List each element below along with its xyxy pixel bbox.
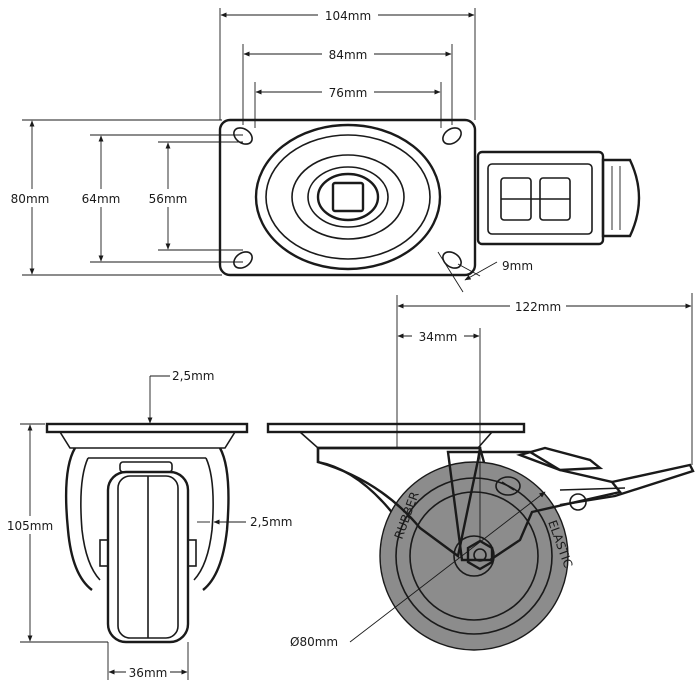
swivel-head (254, 123, 442, 271)
brake-pedal-top (476, 150, 641, 246)
dim-9-leader (464, 261, 498, 281)
side-view: RUBBER ELASTIC 122mm 34mm Ø80mm (266, 293, 695, 651)
brake-lever-side (516, 446, 695, 511)
dim-104-label: 104mm (325, 9, 371, 23)
dim-plate-thickness-label: 2,5mm (172, 369, 214, 383)
dim-9-label: 9mm (502, 259, 533, 273)
top-plate (218, 118, 477, 277)
dim-122-label: 122mm (515, 300, 561, 314)
dim-80-label: 80mm (11, 192, 50, 206)
dim-34-label: 34mm (419, 330, 458, 344)
mounting-holes (233, 127, 462, 269)
dim-diameter-leader (349, 491, 546, 643)
dim-36-label: 36mm (129, 666, 168, 680)
top-view: 104mm 84mm 76mm 80mm 64mm 56mm (6, 6, 641, 293)
dim-diameter-label: Ø80mm (290, 635, 338, 649)
front-view: 105mm 36mm 2,5mm 2,5mm (4, 369, 292, 681)
dim-56-label: 56mm (149, 192, 188, 206)
dim-fork-thickness-label: 2,5mm (250, 515, 292, 529)
dim-84-label: 84mm (329, 48, 368, 62)
dim-64-label: 64mm (82, 192, 121, 206)
side-wheel: RUBBER ELASTIC (379, 461, 575, 651)
dim-76-label: 76mm (329, 86, 368, 100)
dim-105-label: 105mm (7, 519, 53, 533)
